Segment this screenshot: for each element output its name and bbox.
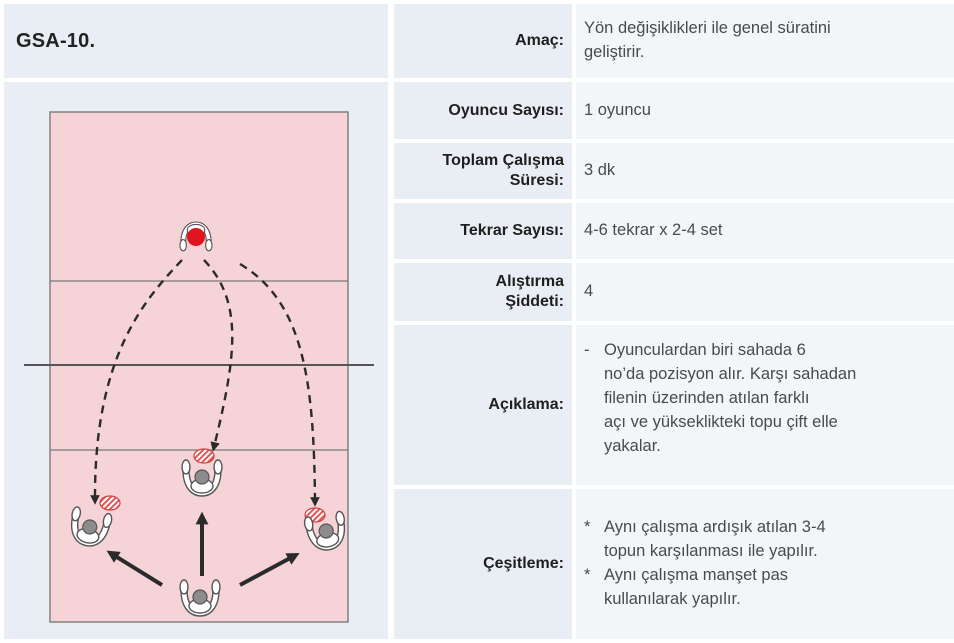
label-cesitleme: Çeşitleme: <box>394 489 572 639</box>
exercise-code: GSA-10. <box>16 29 96 52</box>
court-svg <box>24 111 374 623</box>
move-arrow-right <box>239 552 300 587</box>
exercise-code-cell: GSA-10. <box>4 4 388 78</box>
label-amac: Amaç: <box>394 4 572 78</box>
striped-ball-icon <box>193 448 215 464</box>
striped-ball-icon <box>99 495 121 511</box>
label-alistirma-siddeti: Alıştırma Şiddeti: <box>394 263 572 321</box>
value-toplam-calisma-suresi: 3 dk <box>576 143 954 199</box>
red-ball-icon <box>187 228 205 246</box>
value-amac: Yön değişiklikleri ile genel süratini ge… <box>576 4 954 78</box>
row-amac: Amaç: Yön değişiklikleri ile genel sürat… <box>394 4 954 78</box>
trajectory-center <box>203 259 234 452</box>
row-tekrar-sayisi: Tekrar Sayısı: 4-6 tekrar x 2-4 set <box>394 203 954 259</box>
value-aciklama: - Oyunculardan biri sahada 6 no’da pozis… <box>576 325 954 485</box>
value-tekrar-sayisi: 4-6 tekrar x 2-4 set <box>576 203 954 259</box>
label-aciklama: Açıklama: <box>394 325 572 485</box>
row-cesitleme: Çeşitleme: * Aynı çalışma ardışık atılan… <box>394 489 954 639</box>
move-arrow-left <box>106 550 164 587</box>
row-aciklama: Açıklama: - Oyunculardan biri sahada 6 n… <box>394 325 954 485</box>
dash-bullet: - <box>584 341 590 359</box>
trajectory-right <box>239 262 320 507</box>
value-oyuncu-sayisi: 1 oyuncu <box>576 82 954 139</box>
star-bullet-icon: * <box>584 518 591 537</box>
row-oyuncu-sayisi: Oyuncu Sayısı: 1 oyuncu <box>394 82 954 139</box>
value-alistirma-siddeti: 4 <box>576 263 954 321</box>
label-tekrar-sayisi: Tekrar Sayısı: <box>394 203 572 259</box>
value-cesitleme: * Aynı çalışma ardışık atılan 3-4 topun … <box>576 489 954 639</box>
star-bullet-icon: * <box>584 566 591 584</box>
court-diagram <box>4 82 388 639</box>
row-toplam-calisma-suresi: Toplam Çalışma Süresi: 3 dk <box>394 143 954 199</box>
label-toplam-calisma-suresi: Toplam Çalışma Süresi: <box>394 143 572 199</box>
label-oyuncu-sayisi: Oyuncu Sayısı: <box>394 82 572 139</box>
row-alistirma-siddeti: Alıştırma Şiddeti: 4 <box>394 263 954 321</box>
trajectory-left <box>90 259 183 505</box>
